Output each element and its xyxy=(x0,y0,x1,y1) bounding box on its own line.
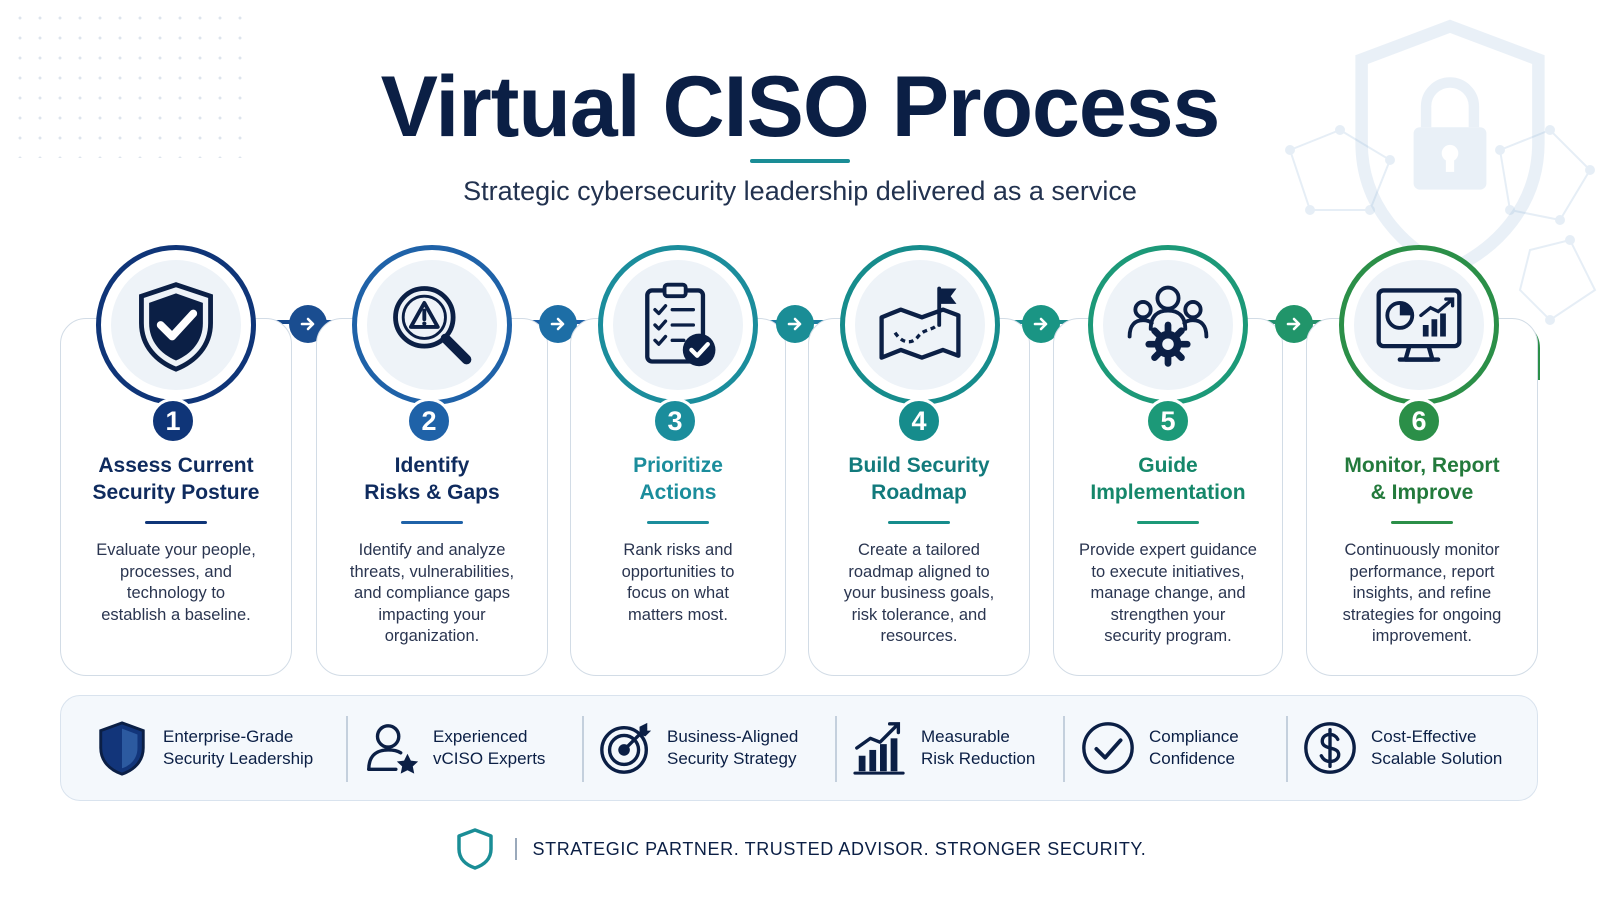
title-underline xyxy=(750,159,850,163)
magnifier-warning-icon xyxy=(393,286,472,365)
step-3-title: Prioritize Actions xyxy=(633,454,723,504)
step-1-icon-ring xyxy=(96,245,256,405)
benefit-separator xyxy=(582,716,584,782)
monitor-chart-icon xyxy=(1376,288,1462,362)
step-3-number-badge: 3 xyxy=(652,398,698,444)
step-6-title: Monitor, Report & Improve xyxy=(1344,454,1500,504)
step-6-number-badge: 6 xyxy=(1396,398,1442,444)
step-6-description: Continuously monitor performance, report… xyxy=(1342,541,1502,645)
benefit-measurable-risk: Measurable Risk Reduction xyxy=(851,716,1035,780)
dollar-circle-icon xyxy=(1304,722,1356,774)
step-2-icon-ring xyxy=(352,245,512,405)
clipboard-checklist-icon xyxy=(645,282,716,367)
background-dot-pattern xyxy=(10,8,250,158)
target-icon xyxy=(600,722,652,774)
step-5-divider xyxy=(1137,521,1199,524)
benefit-enterprise-grade: Enterprise-Grade Security Leadership xyxy=(93,716,313,780)
step-1-description: Evaluate your people, processes, and tec… xyxy=(96,541,256,624)
step-4-number-badge: 4 xyxy=(896,398,942,444)
step-5-icon-ring xyxy=(1088,245,1248,405)
step-4-icon-ring xyxy=(840,245,1000,405)
check-circle-icon xyxy=(1082,722,1134,774)
benefit-separator xyxy=(1063,716,1065,782)
map-flag-icon xyxy=(879,286,961,360)
step-arrow-3 xyxy=(776,305,814,343)
shield-icon xyxy=(99,721,145,776)
footer-tagline: STRATEGIC PARTNER. TRUSTED ADVISOR. STRO… xyxy=(532,838,1147,859)
user-star-icon xyxy=(367,724,419,774)
background-network-icon xyxy=(1285,125,1597,325)
footer-separator xyxy=(515,838,517,860)
step-2-title: Identify Risks & Gaps xyxy=(364,454,500,504)
benefit-separator xyxy=(835,716,837,782)
chevron-right-icon xyxy=(300,317,315,331)
step-3-icon-ring xyxy=(598,245,758,405)
benefit-experienced-experts: Experienced vCISO Experts xyxy=(363,716,545,780)
step-1-number-badge: 1 xyxy=(150,398,196,444)
shield-check-icon xyxy=(139,282,213,372)
step-5-description: Provide expert guidance to execute initi… xyxy=(1079,541,1257,645)
step-2-divider xyxy=(401,521,463,524)
team-gear-icon xyxy=(1127,285,1209,367)
step-1-title: Assess Current Security Posture xyxy=(92,454,260,504)
benefit-compliance-confidence: Compliance Confidence xyxy=(1079,716,1239,780)
bar-chart-up-icon xyxy=(853,722,905,775)
chevron-right-icon xyxy=(787,317,802,331)
benefits-strip: Enterprise-Grade Security Leadership Exp… xyxy=(60,695,1538,801)
benefit-cost-effective: Cost-Effective Scalable Solution xyxy=(1301,716,1502,780)
chevron-right-icon xyxy=(1286,317,1301,331)
step-5-title: Guide Implementation xyxy=(1090,454,1246,504)
step-6-divider xyxy=(1391,521,1453,524)
benefit-separator xyxy=(346,716,348,782)
shield-logo-icon xyxy=(457,828,493,870)
step-3-divider xyxy=(647,521,709,524)
step-4-title: Build Security Roadmap xyxy=(848,454,990,504)
benefit-business-aligned: Business-Aligned Security Strategy xyxy=(597,716,798,780)
step-3-description: Rank risks and opportunities to focus on… xyxy=(621,541,735,624)
page-title: Virtual CISO Process xyxy=(380,59,1221,155)
chevron-right-icon xyxy=(550,317,565,331)
benefit-separator xyxy=(1286,716,1288,782)
step-5-number-badge: 5 xyxy=(1145,398,1191,444)
page-subtitle: Strategic cybersecurity leadership deliv… xyxy=(463,176,1137,206)
chevron-right-icon xyxy=(1033,317,1048,331)
step-2-number-badge: 2 xyxy=(406,398,452,444)
step-2-description: Identify and analyze threats, vulnerabil… xyxy=(349,541,515,645)
step-4-description: Create a tailored roadmap aligned to you… xyxy=(843,541,995,645)
step-4-divider xyxy=(888,521,950,524)
footer-tagline-row: STRATEGIC PARTNER. TRUSTED ADVISOR. STRO… xyxy=(455,826,1146,872)
step-1-divider xyxy=(145,521,207,524)
step-6-icon-ring xyxy=(1339,245,1499,405)
